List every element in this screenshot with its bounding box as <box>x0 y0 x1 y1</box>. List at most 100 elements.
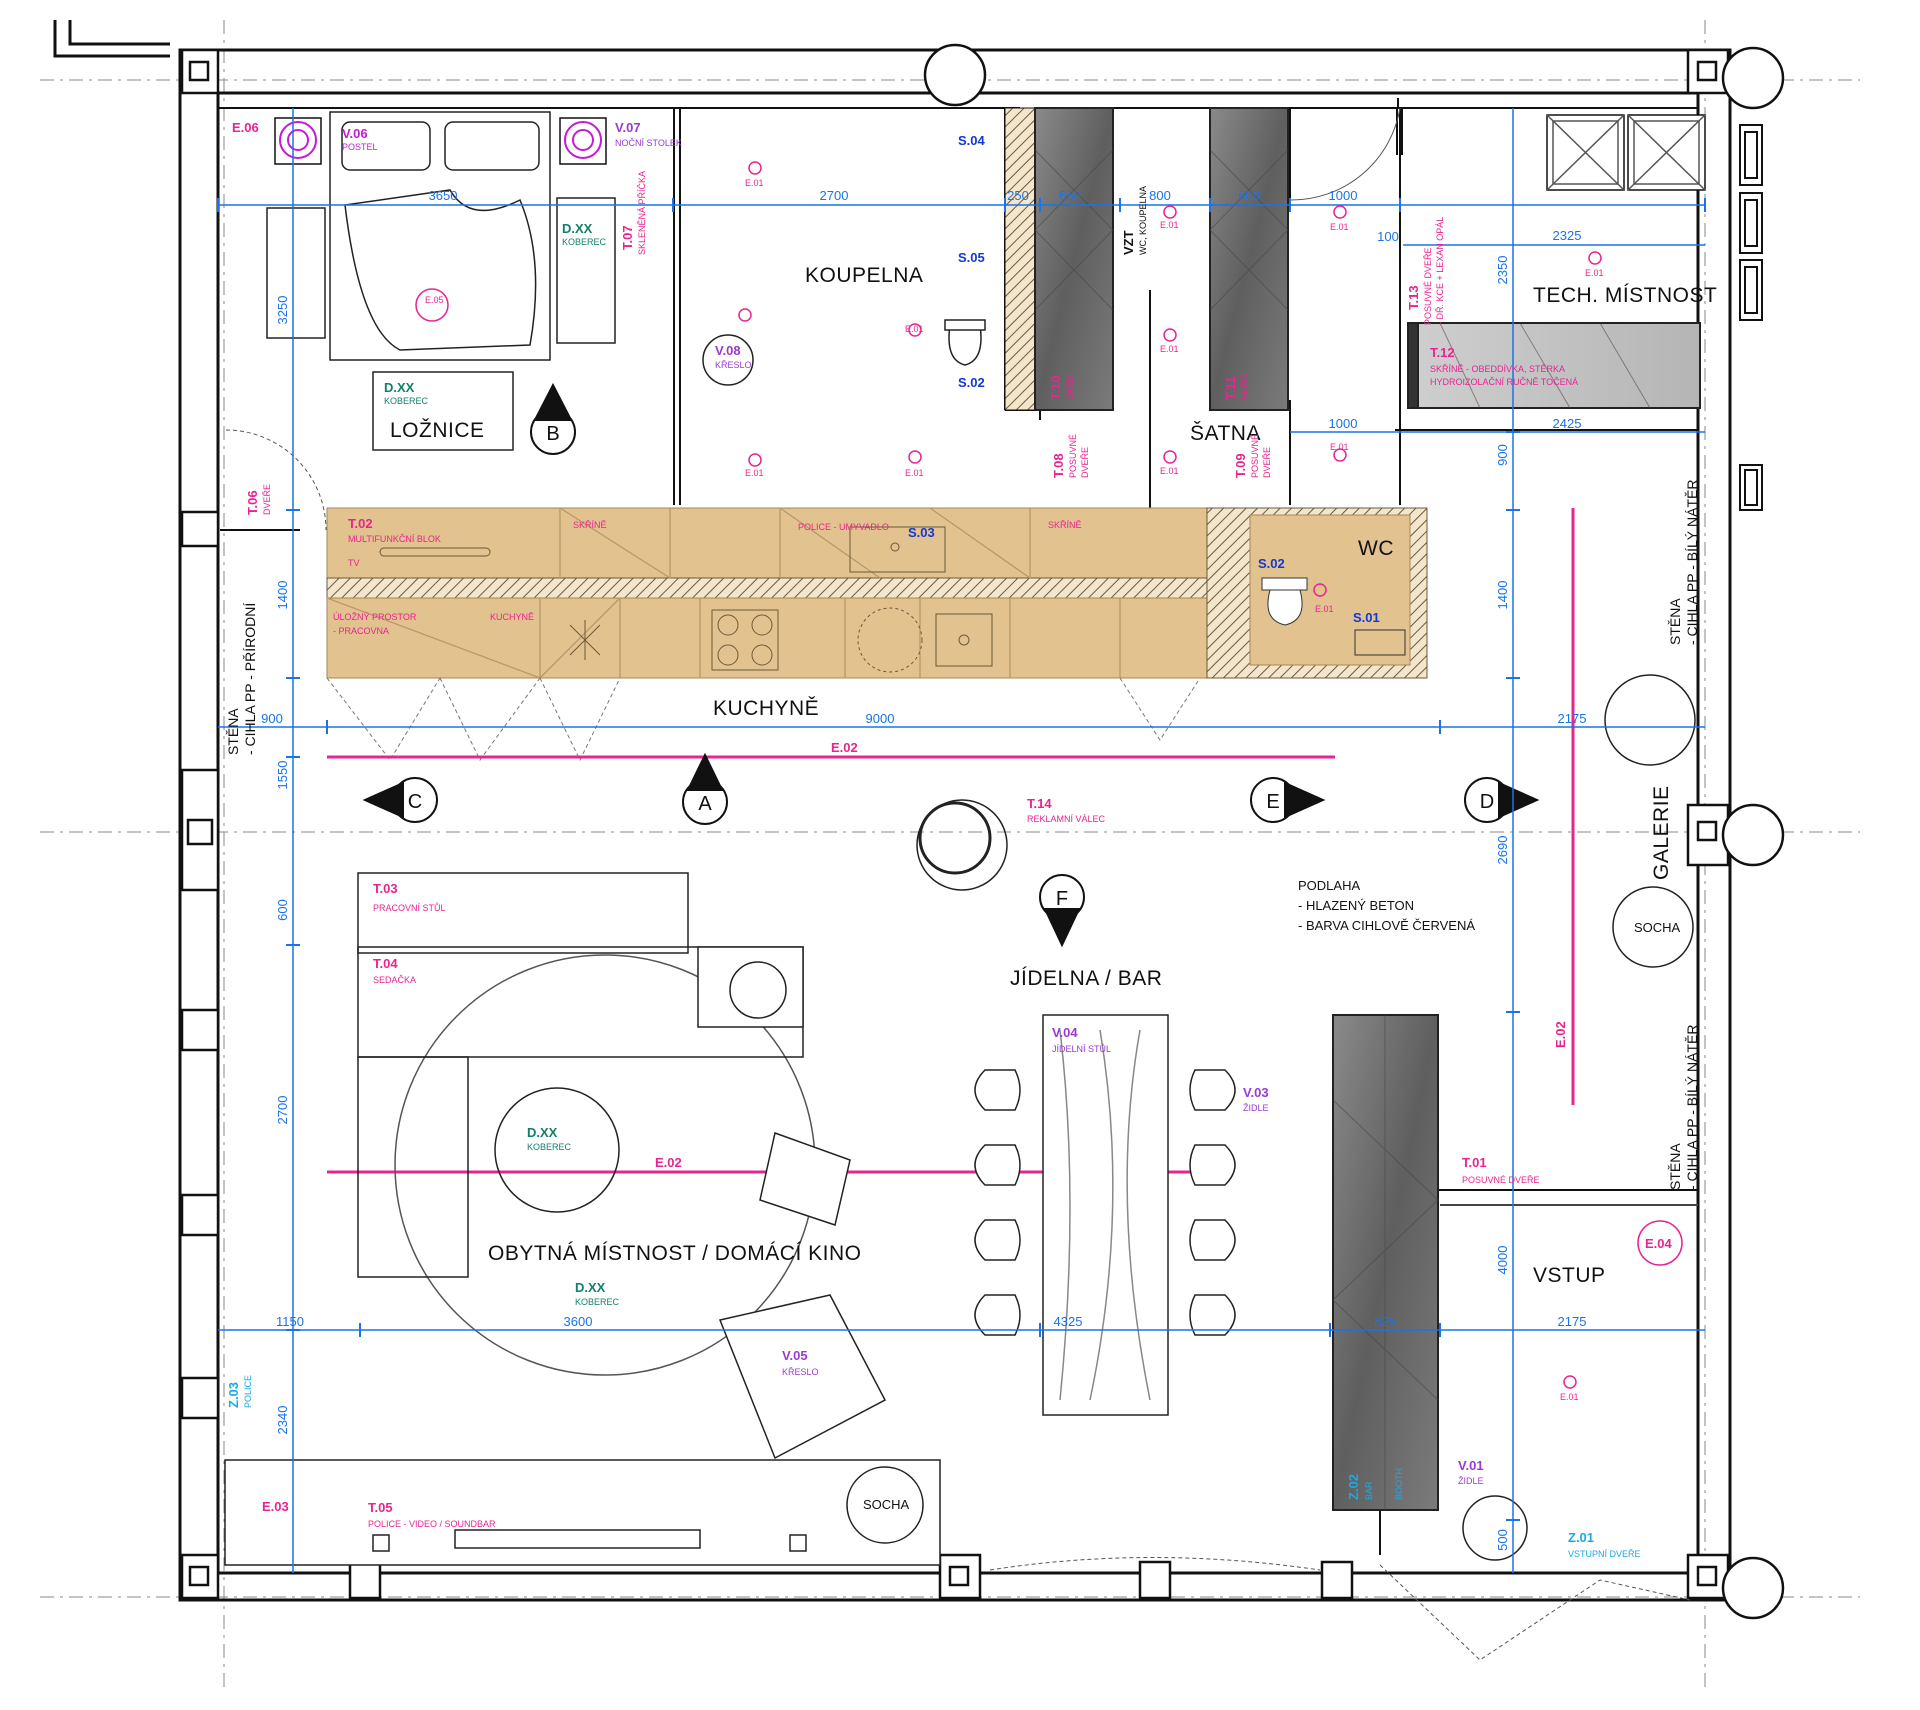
right-wall-line1a: STĚNA <box>1667 598 1683 645</box>
wood-block <box>326 507 1428 679</box>
tag-e01-12: E.01 <box>1560 1392 1579 1402</box>
tag-v04-sub: JÍDELNÍ STŮL <box>1052 1043 1111 1054</box>
tag-t03: T.03 <box>373 881 398 896</box>
marker-b-label: B <box>546 423 559 445</box>
tag-t11-sub: SKŘÍŇ <box>1240 372 1250 400</box>
tag-dxx1-sub: KOBEREC <box>562 237 607 247</box>
dim-2700a: 2700 <box>820 188 849 203</box>
tag-t13: T.13 <box>1406 285 1421 310</box>
dim-3600: 3600 <box>564 1314 593 1329</box>
marker-f-label: F <box>1056 888 1068 910</box>
dim-2425: 2425 <box>1553 416 1582 431</box>
tag-v06-sub: POSTEL <box>342 142 378 152</box>
dim-900b: 900 <box>261 711 283 726</box>
room-loznice: LOŽNICE <box>390 419 485 442</box>
marker-b <box>530 382 576 455</box>
tag-t01: T.01 <box>1462 1155 1487 1170</box>
tag-t13-sub1: POSUVNÉ DVEŘE <box>1423 247 1433 325</box>
tag-e01-5: E.01 <box>1160 220 1179 230</box>
right-wall-label-2: STĚNA - CIHLA PP - BÍLÝ NÁTĚR <box>1667 1025 1700 1190</box>
tag-t08: T.08 <box>1051 453 1066 478</box>
tag-tv: TV <box>348 558 360 568</box>
right-wall-line2b: - CIHLA PP - BÍLÝ NÁTĚR <box>1684 1025 1700 1190</box>
tag-v05-sub: KŘESLO <box>782 1367 819 1377</box>
dimension-ticks <box>217 198 1706 1521</box>
tag-t12-sub1: SKŘÍNĚ - OBEDDÍVKA, STĚRKA <box>1430 364 1565 374</box>
dim-825: 825 <box>1374 1314 1396 1329</box>
tag-dxx3: D.XX <box>527 1125 558 1140</box>
dim-1400a: 1400 <box>275 581 290 610</box>
marker-d-label: D <box>1480 791 1494 813</box>
tag-t06-sub: DVEŘE <box>262 484 272 515</box>
tag-s02b: S.02 <box>1258 556 1285 571</box>
tag-s05: S.05 <box>958 250 985 265</box>
tag-e02b: E.02 <box>655 1155 682 1170</box>
dim-3650: 3650 <box>429 188 458 203</box>
tag-v03-sub: ŽIDLE <box>1243 1103 1269 1113</box>
tag-e01-6: E.01 <box>1160 344 1179 354</box>
floor-line2: - BARVA CIHLOVĚ ČERVENÁ <box>1298 918 1475 933</box>
tag-dxx1: D.XX <box>562 221 593 236</box>
dim-2175a: 2175 <box>1558 711 1587 726</box>
kitchen-door-swings <box>326 677 1201 762</box>
tech-units <box>1546 114 1706 191</box>
dim-3250: 3250 <box>275 296 290 325</box>
dim-2690: 2690 <box>1495 836 1510 865</box>
dim-2325: 2325 <box>1553 228 1582 243</box>
room-kuchyne: KUCHYNĚ <box>713 697 819 720</box>
tag-e01-9: E.01 <box>1330 442 1349 452</box>
tag-ulozny2: - PRACOVNA <box>333 626 389 636</box>
tag-vzt: VZT <box>1121 230 1136 255</box>
tag-kuchyne-small: KUCHYNĚ <box>490 612 534 622</box>
tag-e01-1: E.01 <box>745 178 764 188</box>
tag-socha1: SOCHA <box>1634 920 1681 935</box>
tag-e01-11: E.01 <box>1315 604 1334 614</box>
tag-skrine1: SKŘÍNĚ <box>573 520 607 530</box>
right-wall-label-1: STĚNA - CIHLA PP - BÍLÝ NÁTĚR <box>1667 480 1700 645</box>
bedroom-nightstands <box>274 117 607 165</box>
round-columns <box>923 43 1785 1620</box>
dim-1150: 1150 <box>276 1314 304 1329</box>
tag-t01-sub: POSUVNÉ DVEŘE <box>1462 1175 1540 1185</box>
tag-v07-sub: NOČNÍ STOLEK <box>615 138 682 148</box>
tag-v03: V.03 <box>1243 1085 1269 1100</box>
tag-t09-sub2: DVEŘE <box>1262 447 1272 478</box>
floor-note: PODLAHA - HLAZENÝ BETON - BARVA CIHLOVĚ … <box>1298 878 1475 933</box>
dim-2340: 2340 <box>275 1406 290 1435</box>
tag-socha2: SOCHA <box>863 1497 910 1512</box>
room-wc: WC <box>1358 537 1394 560</box>
tag-e01-7: E.01 <box>1160 466 1179 476</box>
tag-e01-8: E.01 <box>1330 222 1349 232</box>
tag-t11: T.11 <box>1223 376 1238 400</box>
tag-v06: V.06 <box>342 126 368 141</box>
bathroom-wall-hatch <box>1004 107 1036 411</box>
marker-e-label: E <box>1266 791 1279 813</box>
dim-650: 650 <box>1059 188 1081 203</box>
tag-t05: T.05 <box>368 1500 393 1515</box>
tag-v01: V.01 <box>1458 1458 1484 1473</box>
tag-s02a: S.02 <box>958 375 985 390</box>
dim-600b: 600 <box>275 899 290 921</box>
tag-v04: V.04 <box>1052 1025 1078 1040</box>
dim-1550: 1550 <box>275 761 290 790</box>
dimension-lines <box>218 108 1705 1573</box>
floor-title: PODLAHA <box>1298 878 1360 893</box>
tag-v07: V.07 <box>615 120 641 135</box>
nightstand-lamps <box>279 121 602 159</box>
tag-t04: T.04 <box>373 956 398 971</box>
marker-c-label: C <box>408 791 422 813</box>
tag-dxx2-sub: KOBEREC <box>384 396 429 406</box>
floor-line1: - HLAZENÝ BETON <box>1298 898 1414 913</box>
dim-1000a: 1000 <box>1329 188 1358 203</box>
tag-t07-sub: SKLENĚNÁ PŘÍČKA <box>637 171 647 255</box>
tag-s03: S.03 <box>908 525 935 540</box>
tag-ulozny1: ÚLOŽNÝ PROSTOR <box>333 612 417 622</box>
tag-t13-sub2: - DŘ. KCE + LEXAN OPÁL <box>1435 217 1445 325</box>
right-windows <box>1739 124 1763 511</box>
tag-v08-sub: KŘESLO <box>715 360 752 370</box>
dim-2700b: 2700 <box>275 1096 290 1125</box>
section-markers <box>362 382 1540 948</box>
tag-z03-sub: POLICE <box>243 1375 253 1408</box>
tag-e01-4: E.01 <box>905 468 924 478</box>
